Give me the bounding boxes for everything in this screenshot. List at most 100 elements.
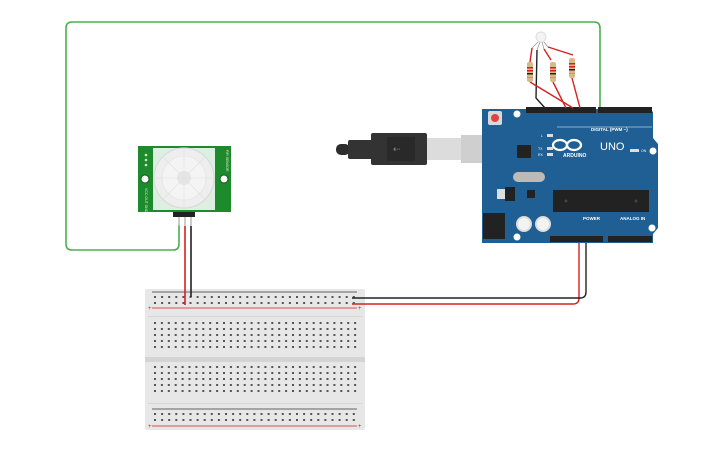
breadboard-hole[interactable]: [354, 328, 357, 330]
breadboard-hole[interactable]: [298, 390, 301, 392]
breadboard-hole[interactable]: [333, 366, 336, 368]
breadboard-hole[interactable]: [285, 340, 288, 342]
breadboard-hole[interactable]: [167, 340, 170, 342]
breadboard-hole[interactable]: [167, 334, 170, 336]
breadboard-hole[interactable]: [278, 334, 281, 336]
breadboard-hole[interactable]: [188, 334, 191, 336]
wire-r2-pin[interactable]: [552, 81, 567, 109]
breadboard-hole[interactable]: [338, 302, 341, 304]
breadboard-hole[interactable]: [253, 413, 256, 415]
breadboard-hole[interactable]: [246, 296, 249, 298]
resistor-1[interactable]: [527, 62, 533, 82]
breadboard-hole[interactable]: [347, 334, 350, 336]
breadboard-hole[interactable]: [303, 419, 306, 421]
breadboard-hole[interactable]: [267, 413, 270, 415]
breadboard-hole[interactable]: [174, 334, 177, 336]
breadboard-hole[interactable]: [154, 334, 156, 336]
arduino-uno[interactable]: DIGITAL (PWM ~) ARDUINO UNO ON L TX RX P…: [482, 107, 658, 243]
breadboard-hole[interactable]: [338, 296, 341, 298]
breadboard-hole[interactable]: [236, 340, 239, 342]
breadboard-hole[interactable]: [326, 366, 329, 368]
breadboard-hole[interactable]: [298, 346, 301, 348]
breadboard-hole[interactable]: [181, 372, 184, 374]
breadboard-hole[interactable]: [250, 322, 253, 324]
breadboard-hole[interactable]: [229, 328, 232, 330]
breadboard-hole[interactable]: [298, 384, 301, 386]
breadboard-hole[interactable]: [317, 413, 320, 415]
breadboard-hole[interactable]: [236, 328, 239, 330]
breadboard-hole[interactable]: [202, 378, 205, 380]
breadboard-hole[interactable]: [264, 346, 267, 348]
breadboard-hole[interactable]: [312, 334, 315, 336]
breadboard-hole[interactable]: [239, 413, 242, 415]
breadboard-hole[interactable]: [319, 340, 322, 342]
breadboard-hole[interactable]: [223, 328, 225, 330]
rgb-led[interactable]: [531, 31, 549, 51]
breadboard-hole[interactable]: [225, 419, 227, 421]
breadboard-hole[interactable]: [285, 384, 288, 386]
breadboard-hole[interactable]: [347, 372, 350, 374]
breadboard-hole[interactable]: [154, 372, 156, 374]
breadboard-hole[interactable]: [285, 378, 288, 380]
breadboard-hole[interactable]: [167, 366, 170, 368]
breadboard-hole[interactable]: [181, 334, 184, 336]
breadboard-hole[interactable]: [303, 302, 306, 304]
breadboard-hole[interactable]: [236, 378, 239, 380]
breadboard-hole[interactable]: [174, 328, 177, 330]
breadboard-hole[interactable]: [264, 334, 267, 336]
breadboard-hole[interactable]: [182, 296, 185, 298]
breadboard-hole[interactable]: [202, 328, 205, 330]
breadboard-hole[interactable]: [195, 346, 198, 348]
breadboard-hole[interactable]: [209, 340, 212, 342]
breadboard-hole[interactable]: [317, 296, 320, 298]
breadboard-hole[interactable]: [154, 419, 156, 421]
breadboard-hole[interactable]: [319, 390, 322, 392]
breadboard-hole[interactable]: [246, 413, 249, 415]
breadboard-hole[interactable]: [288, 302, 291, 304]
breadboard-hole[interactable]: [271, 384, 274, 386]
breadboard-hole[interactable]: [352, 413, 355, 415]
breadboard-hole[interactable]: [271, 372, 274, 374]
breadboard-hole[interactable]: [236, 334, 239, 336]
breadboard-hole[interactable]: [189, 302, 192, 304]
breadboard-hole[interactable]: [202, 384, 205, 386]
breadboard-hole[interactable]: [189, 419, 192, 421]
breadboard-hole[interactable]: [298, 328, 301, 330]
breadboard-hole[interactable]: [340, 384, 343, 386]
breadboard-hole[interactable]: [281, 419, 284, 421]
breadboard-hole[interactable]: [181, 328, 184, 330]
breadboard-hole[interactable]: [333, 340, 336, 342]
breadboard-hole[interactable]: [209, 346, 212, 348]
breadboard-hole[interactable]: [168, 296, 171, 298]
breadboard-hole[interactable]: [281, 302, 284, 304]
breadboard-hole[interactable]: [229, 340, 232, 342]
breadboard-hole[interactable]: [310, 296, 313, 298]
breadboard-hole[interactable]: [243, 390, 246, 392]
breadboard-hole[interactable]: [340, 328, 343, 330]
breadboard-hole[interactable]: [271, 334, 274, 336]
breadboard-hole[interactable]: [326, 384, 329, 386]
breadboard-hole[interactable]: [285, 346, 288, 348]
breadboard-hole[interactable]: [196, 413, 199, 415]
breadboard-hole[interactable]: [271, 366, 274, 368]
breadboard-hole[interactable]: [154, 328, 156, 330]
breadboard-hole[interactable]: [243, 384, 246, 386]
breadboard-hole[interactable]: [223, 322, 225, 324]
breadboard-hole[interactable]: [319, 346, 322, 348]
breadboard-hole[interactable]: [296, 302, 298, 304]
breadboard-hole[interactable]: [210, 296, 213, 298]
breadboard-hole[interactable]: [260, 419, 263, 421]
breadboard-hole[interactable]: [292, 334, 294, 336]
breadboard-hole[interactable]: [209, 328, 212, 330]
breadboard-hole[interactable]: [223, 378, 225, 380]
breadboard-hole[interactable]: [340, 346, 343, 348]
breadboard-hole[interactable]: [160, 328, 163, 330]
breadboard-hole[interactable]: [281, 413, 284, 415]
breadboard-hole[interactable]: [345, 296, 348, 298]
breadboard-hole[interactable]: [312, 378, 315, 380]
breadboard-hole[interactable]: [209, 390, 212, 392]
breadboard-hole[interactable]: [271, 390, 274, 392]
breadboard-hole[interactable]: [174, 340, 177, 342]
breadboard-hole[interactable]: [188, 366, 191, 368]
breadboard-hole[interactable]: [174, 322, 177, 324]
